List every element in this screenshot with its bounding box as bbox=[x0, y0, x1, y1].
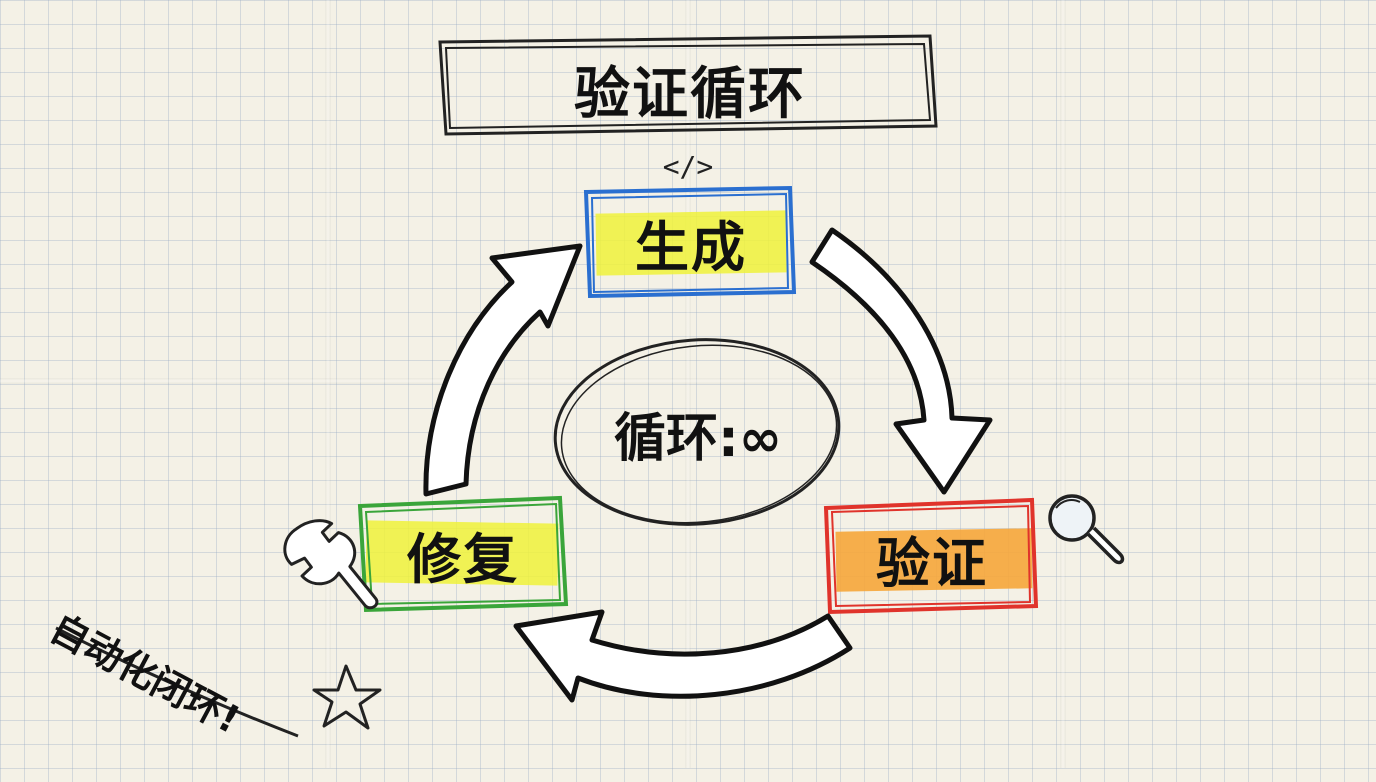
center-ellipse bbox=[553, 338, 841, 526]
center-loop-label: 循环:∞ bbox=[613, 408, 783, 469]
paper-fold bbox=[1060, 0, 1066, 768]
box-fix bbox=[357, 495, 569, 613]
page-title: 验证循环 bbox=[574, 61, 806, 127]
node-generate-label: 生成 bbox=[635, 215, 747, 279]
star-icon bbox=[312, 664, 382, 730]
highlight-fix bbox=[365, 520, 559, 586]
side-note-underline bbox=[55, 626, 299, 738]
code-brackets-icon: </> bbox=[662, 149, 714, 183]
node-verify-label: 验证 bbox=[876, 531, 988, 595]
paper-fold bbox=[685, 0, 691, 768]
arrow-fix-to-generate bbox=[423, 243, 583, 497]
arrow-generate-to-verify bbox=[809, 227, 993, 495]
box-verify bbox=[823, 497, 1039, 615]
arrow-verify-to-fix bbox=[513, 609, 853, 703]
highlight-verify bbox=[835, 528, 1033, 592]
magnifier-icon bbox=[1048, 494, 1125, 565]
wrench-icon bbox=[283, 519, 379, 610]
center-ellipse-sketch bbox=[560, 344, 838, 524]
title-frame bbox=[438, 34, 938, 136]
paper-fold bbox=[0, 378, 1376, 384]
arrows bbox=[423, 227, 993, 703]
highlight-generate bbox=[595, 210, 787, 276]
box-generate bbox=[583, 185, 797, 299]
node-fix-label: 修复 bbox=[407, 527, 519, 591]
paper-fold bbox=[325, 0, 331, 768]
